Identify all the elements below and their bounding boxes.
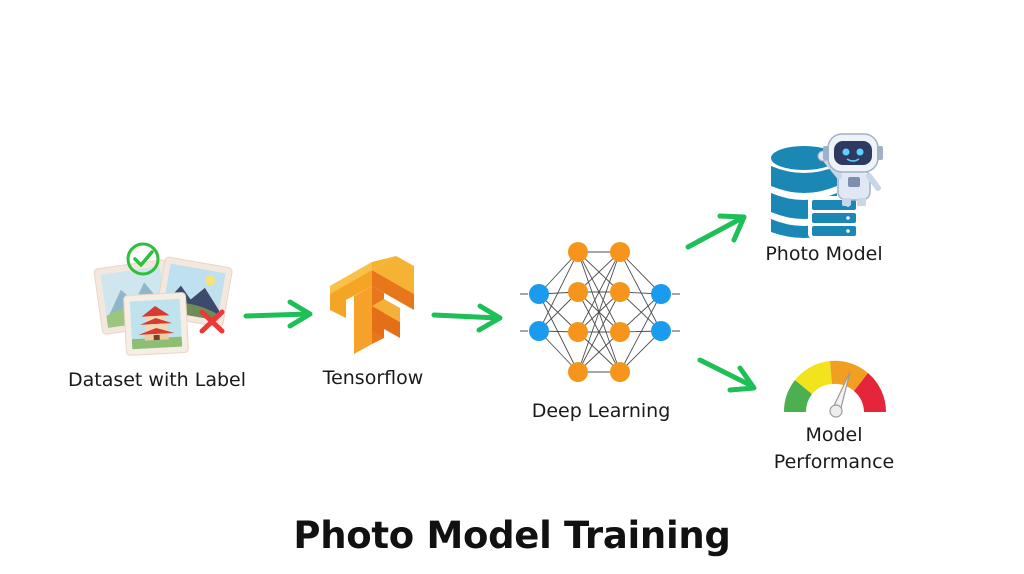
- robot-icon: [817, 133, 883, 206]
- neural-network-icon: [520, 242, 680, 382]
- page-title: Photo Model Training: [293, 514, 731, 557]
- gauge-icon: [783, 360, 887, 418]
- dataset-label: Dataset with Label: [67, 369, 247, 391]
- dataset-photos-icon: [93, 256, 233, 356]
- arrow-to-photo-model: [685, 213, 747, 250]
- deep-learning-label: Deep Learning: [531, 400, 671, 422]
- model-performance-line1: Model: [805, 424, 863, 446]
- arrow-to-model-performance: [697, 357, 757, 393]
- check-icon: [126, 242, 160, 276]
- arrow-tensorflow-to-deep-learning: [431, 303, 503, 333]
- arrow-dataset-to-tensorflow: [243, 299, 313, 329]
- photo-model-label: Photo Model: [765, 243, 883, 265]
- model-performance-label: Model Performance: [754, 422, 914, 476]
- tensorflow-label: Tensorflow: [322, 367, 424, 389]
- cross-icon: [199, 309, 225, 334]
- tensorflow-logo: [330, 256, 414, 354]
- database-icon: [771, 146, 858, 238]
- model-performance-line2: Performance: [773, 451, 895, 473]
